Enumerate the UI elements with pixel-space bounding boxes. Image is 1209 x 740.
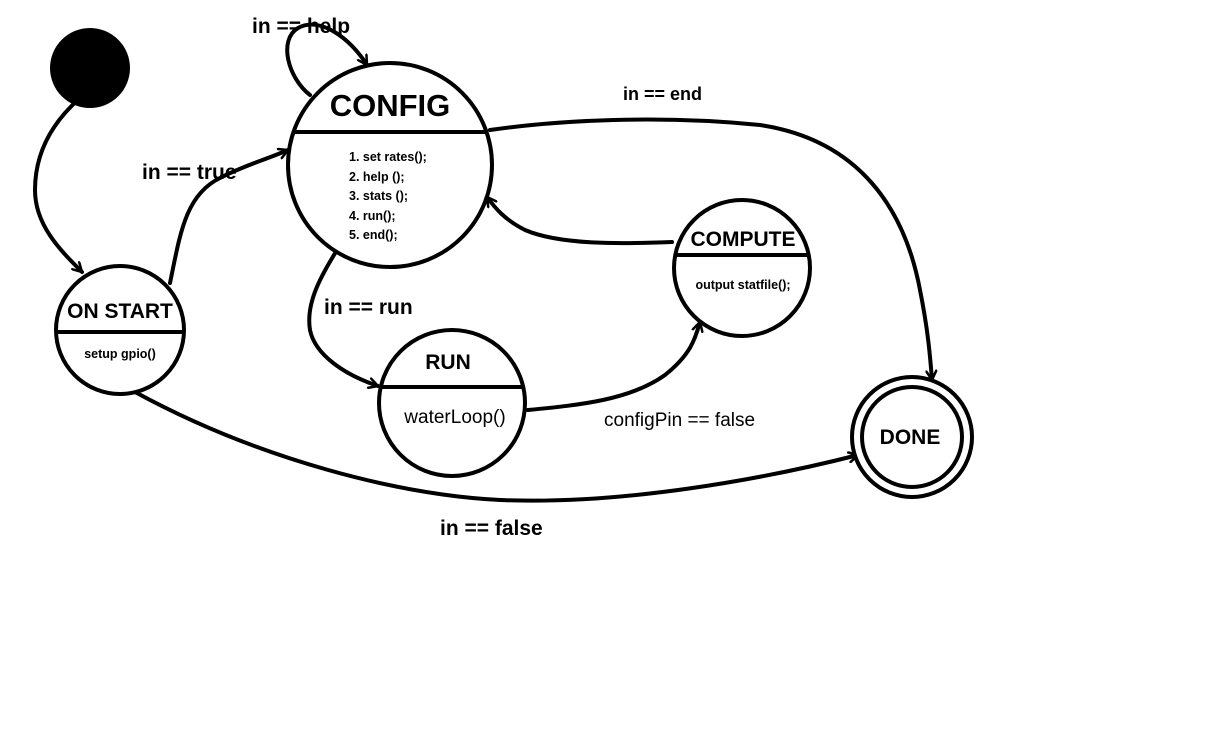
label-in-end: in == end [623,84,702,104]
done-title: DONE [880,426,941,449]
label-in-help: in == help [252,15,350,38]
compute-action: output statfile(); [695,278,790,292]
label-in-run: in == run [324,296,413,319]
edge-onstart-to-done [133,390,858,503]
edge-compute-to-config [485,197,674,246]
config-title: CONFIG [330,88,451,123]
edge-config-to-done [488,117,932,380]
edge-initial-to-onstart [33,96,84,274]
state-on-start: ON START setup gpio() [54,264,186,396]
label-in-true: in == true [142,161,237,184]
edge-run-to-compute [526,322,700,412]
on-start-title: ON START [67,300,173,323]
edge-config-to-run [307,243,378,386]
edge-config-help-loop [285,22,369,97]
compute-title: COMPUTE [691,228,796,251]
label-config-pin-false: configPin == false [604,410,755,431]
on-start-action: setup gpio() [84,347,156,361]
state-compute: COMPUTE output statfile(); [672,198,812,338]
edge-onstart-to-config [168,150,288,285]
state-config: CONFIG 1. set rates(); 2. help (); 3. st… [286,61,494,269]
initial-state-dot [50,28,130,108]
state-done: DONE [850,375,974,499]
config-action-2: 2. help (); [349,170,405,184]
run-action: waterLoop() [403,407,505,428]
state-run: RUN waterLoop() [377,328,527,478]
config-action-1: 1. set rates(); [349,150,427,164]
config-action-4: 4. run(); [349,209,396,223]
label-in-false: in == false [440,517,543,540]
run-title: RUN [425,351,471,374]
config-action-5: 5. end(); [349,228,398,242]
config-action-3: 3. stats (); [349,189,408,203]
